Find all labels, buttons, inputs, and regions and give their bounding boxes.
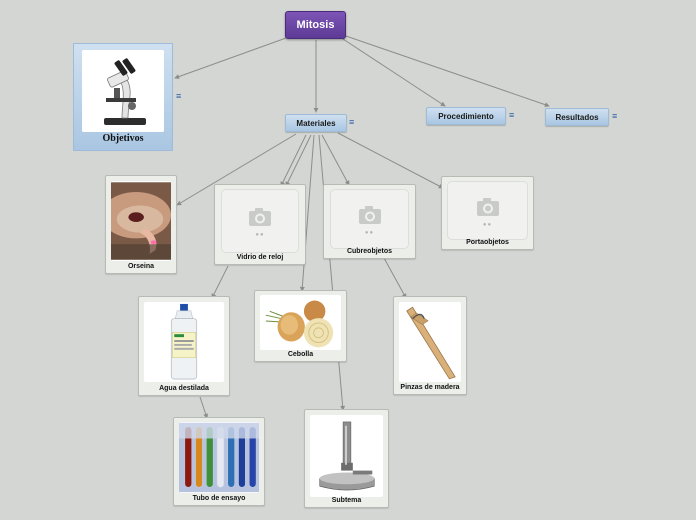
wooden-tongs-image — [399, 302, 461, 382]
card-pinzas-de-madera[interactable]: Pinzas de madera — [393, 296, 467, 395]
card-agua-destilada-label: Agua destilada — [159, 385, 209, 392]
link-vidrio-agua — [211, 265, 229, 299]
link-materiales-subtema — [318, 134, 346, 411]
image-placeholder: ●● — [221, 189, 299, 253]
menu-lines-icon[interactable]: ≡ — [349, 117, 355, 127]
card-cebolla-label: Cebolla — [287, 351, 314, 358]
menu-lines-icon[interactable]: ≡ — [176, 91, 182, 101]
camera-icon — [358, 206, 381, 224]
card-tubo-de-ensayo-label: Tubo de ensayo — [192, 495, 246, 502]
image-placeholder: ●● — [447, 181, 528, 240]
card-vidrio-de-reloj[interactable]: ●● Vidrio de reloj — [214, 184, 306, 265]
menu-lines-icon[interactable]: ≡ — [509, 110, 515, 120]
topic-objetivos-label: Objetivos — [102, 133, 144, 144]
test-tubes-image — [179, 422, 259, 493]
topic-resultados[interactable]: Resultados — [545, 108, 609, 126]
link-root-objetivos — [174, 37, 287, 79]
card-cubreobjetos-label: Cubreobjetos — [346, 248, 393, 255]
link-root-resultados — [345, 35, 550, 108]
menu-lines-icon[interactable]: ≡ — [612, 111, 618, 121]
microscope-image — [82, 50, 164, 132]
card-cubreobjetos[interactable]: ●● Cubreobjetos — [323, 184, 416, 259]
card-agua-destilada[interactable]: Agua destilada — [138, 296, 230, 396]
link-root-procedimiento — [342, 38, 446, 107]
card-tubo-de-ensayo[interactable]: Tubo de ensayo — [173, 417, 265, 506]
water-bottle-image — [144, 302, 224, 382]
link-materiales-vidrio-2 — [285, 134, 312, 187]
link-materiales-vidrio — [280, 134, 307, 187]
card-vidrio-de-reloj-label: Vidrio de reloj — [236, 254, 284, 261]
root-topic-mitosis[interactable]: Mitosis — [285, 11, 346, 39]
camera-icon — [476, 197, 499, 216]
image-placeholder: ●● — [330, 189, 409, 249]
card-orseina-label: Orseina — [127, 263, 155, 270]
dots-icon: ●● — [255, 232, 265, 238]
card-orseina[interactable]: Orseina — [105, 175, 177, 274]
card-portaobjetos[interactable]: ●● Portaobjetos — [441, 176, 534, 250]
dots-icon: ●● — [482, 221, 493, 228]
orseina-image — [111, 181, 171, 261]
topic-objetivos[interactable]: Objetivos — [73, 43, 173, 151]
link-materiales-porta — [337, 132, 444, 189]
link-agua-tubo — [199, 396, 209, 419]
card-pinzas-de-madera-label: Pinzas de madera — [400, 384, 460, 391]
link-cubre-pinzas — [383, 257, 407, 299]
card-subtema[interactable]: Subtema — [304, 409, 389, 508]
topic-materiales[interactable]: Materiales — [285, 114, 347, 132]
bunsen-burner-image — [310, 415, 383, 497]
link-materiales-cubre — [321, 134, 350, 186]
dots-icon: ●● — [364, 230, 375, 236]
onion-image — [260, 295, 341, 350]
card-cebolla[interactable]: Cebolla — [254, 290, 347, 362]
card-subtema-label: Subtema — [331, 497, 362, 504]
card-portaobjetos-label: Portaobjetos — [466, 239, 509, 246]
topic-procedimiento[interactable]: Procedimiento — [426, 107, 506, 125]
camera-icon — [249, 208, 271, 226]
